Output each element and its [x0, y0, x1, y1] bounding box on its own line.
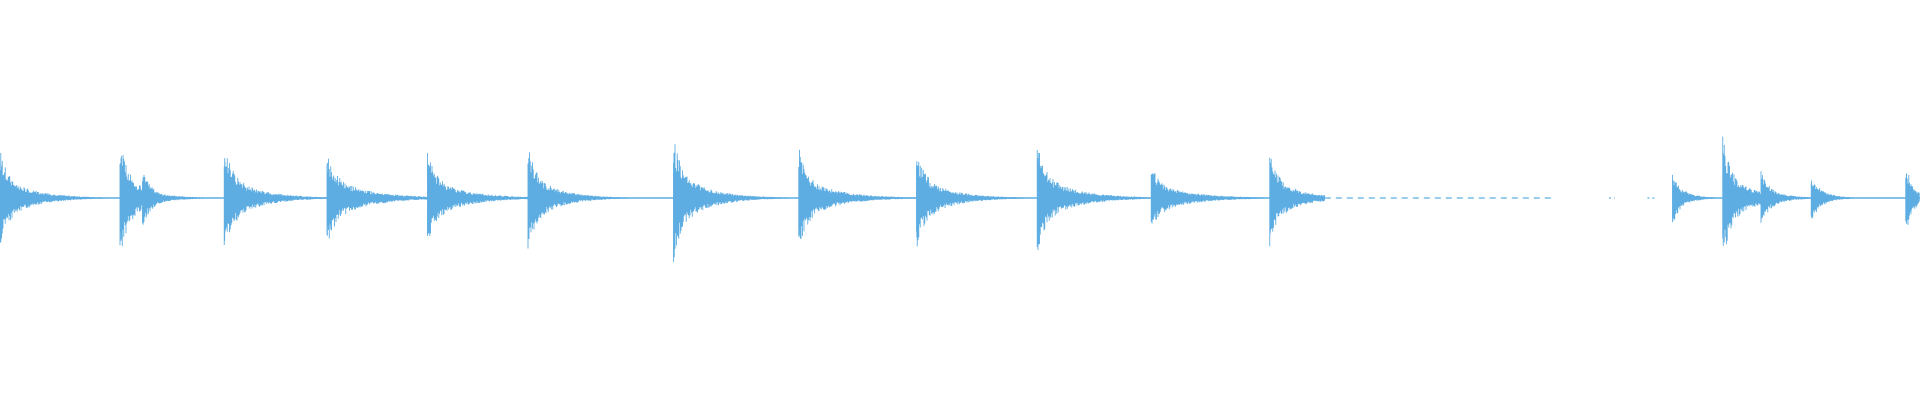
- waveform-envelope-layer: [0, 136, 1920, 263]
- waveform-envelope: [0, 136, 1920, 263]
